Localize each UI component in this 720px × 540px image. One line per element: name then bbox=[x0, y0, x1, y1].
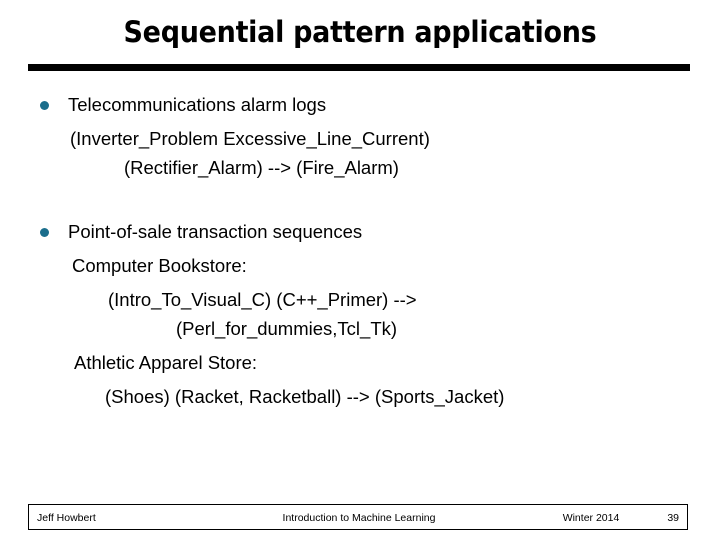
store-label: Computer Bookstore: bbox=[72, 255, 247, 276]
sequence-line: (Shoes) (Racket, Racketball) --> (Sports… bbox=[105, 386, 505, 407]
sequence-line: (Inverter_Problem Excessive_Line_Current… bbox=[70, 128, 430, 149]
bullet-heading: Point-of-sale transaction sequences bbox=[68, 221, 363, 242]
title-divider-rule bbox=[28, 64, 690, 71]
slide-body: Telecommunications alarm logs (Inverter_… bbox=[0, 92, 720, 410]
bullet-block-telecom: Telecommunications alarm logs (Inverter_… bbox=[0, 92, 720, 181]
sequence-line: (Intro_To_Visual_C) (C++_Primer) --> bbox=[108, 289, 417, 310]
bullet-dot-icon bbox=[40, 228, 49, 237]
bullet-heading: Telecommunications alarm logs bbox=[68, 94, 327, 115]
footer-page-number: 39 bbox=[667, 512, 679, 524]
footer-author: Jeff Howbert bbox=[37, 512, 96, 524]
slide-footer: Jeff Howbert Introduction to Machine Lea… bbox=[28, 504, 688, 530]
footer-course-title: Introduction to Machine Learning bbox=[282, 512, 436, 524]
footer-term: Winter 2014 bbox=[562, 512, 620, 524]
sequence-line: (Rectifier_Alarm) --> (Fire_Alarm) bbox=[124, 157, 399, 178]
sequence-line: (Perl_for_dummies,Tcl_Tk) bbox=[176, 318, 398, 339]
page-title: Sequential pattern applications bbox=[123, 15, 597, 49]
bullet-block-pos: Point-of-sale transaction sequences Comp… bbox=[0, 219, 720, 410]
bullet-dot-icon bbox=[40, 101, 49, 110]
store-label: Athletic Apparel Store: bbox=[74, 352, 258, 373]
list-item: Point-of-sale transaction sequences bbox=[0, 219, 720, 245]
list-item: Telecommunications alarm logs bbox=[0, 92, 720, 118]
